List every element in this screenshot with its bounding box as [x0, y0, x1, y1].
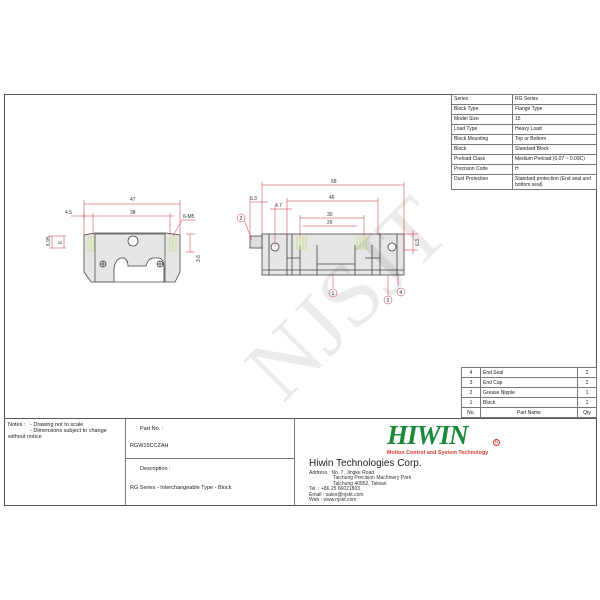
header-qty: Qty [577, 407, 597, 418]
dim-30: 30 [327, 212, 333, 218]
spec-key: Series [451, 94, 513, 105]
spec-value: Standard protection (End seal and bottom… [512, 174, 597, 190]
spec-key: Preload Class [451, 154, 513, 165]
balloon-4: 4 [400, 290, 403, 296]
spec-value: Top or Bottom [512, 134, 597, 145]
spec-value: 15 [512, 114, 597, 125]
company-name: Hiwin Technologies Corp. [309, 458, 422, 469]
side-view [249, 233, 405, 276]
spec-value: Standard Block [512, 144, 597, 155]
notes-label: Notes : [8, 422, 26, 428]
description-cell: Description : RG Series - Interchangeabl… [126, 459, 295, 506]
logo-tagline: Motion Control and System Technology [387, 450, 489, 456]
note-item: without notice [8, 434, 42, 440]
web-line: Web : www.njskt.com [309, 497, 357, 504]
part-qty: 2 [577, 377, 597, 388]
front-view [83, 232, 181, 283]
email-line: Email : sales@njskt.com [309, 491, 364, 498]
spec-key: Load Type [451, 124, 513, 135]
spec-value: Flange Type [512, 104, 597, 115]
spec-value: Heavy Load [512, 124, 597, 135]
header-part-name: Part Name [480, 407, 578, 418]
hiwin-logo: HIWIN [387, 420, 469, 450]
part-qty: 2 [577, 367, 597, 378]
note-item: - Drawing not to scale [30, 422, 84, 428]
spec-value: H [512, 164, 597, 175]
dim-6-m5: 6-M5 [183, 214, 195, 220]
address-line: Taichung 40852, Taiwan [333, 480, 387, 487]
part-no: 3 [461, 377, 481, 388]
part-name: Grease Nipple [480, 387, 578, 398]
part-no: 2 [461, 387, 481, 398]
part-no: 1 [461, 397, 481, 408]
dim-6-95: 6.95 [46, 236, 52, 246]
phone-line: Tel. : +86 25 66021803 [309, 486, 361, 493]
spec-key: Block Type [451, 104, 513, 115]
registered-mark-icon: R [493, 439, 500, 446]
dim-6: 6 [58, 241, 64, 244]
part-no-cell: Part No. : RGW15CCZAH [126, 419, 295, 459]
dim-26: 26 [327, 220, 333, 226]
dim-68: 68 [331, 179, 337, 185]
dim-4-5: 4.5 [65, 210, 72, 216]
technical-drawing: 47 38 4.5 6-M5 6.95 6 3.6 68 46 30 26 5.… [46, 179, 467, 419]
balloons [236, 213, 406, 305]
title-block: Notes : - Drawing not to scale - Dimensi… [4, 418, 597, 506]
spec-key: Block Mounting [451, 134, 513, 145]
side-dimensions [243, 182, 418, 295]
dim-5-3: 5.3 [250, 196, 257, 202]
description-label: Description : [140, 466, 171, 472]
dim-46: 46 [329, 195, 335, 201]
company-cell: HIWIN R Motion Control and System Techno… [295, 419, 597, 506]
part-no-value: RGW15CCZAH [130, 443, 169, 449]
dim-38: 38 [130, 210, 136, 216]
balloon-1: 1 [332, 291, 335, 297]
company-address: Address : No. 7, Jingke Road Taichung Pr… [309, 470, 412, 504]
part-name: Block [480, 397, 578, 408]
address-line: Taichung Precision Machinery Park [333, 475, 412, 482]
watermark-text: NJSJT [227, 179, 467, 419]
spec-key: Model Size [451, 114, 513, 125]
part-name: End Cap [480, 377, 578, 388]
part-qty: 1 [577, 387, 597, 398]
balloon-2: 2 [240, 216, 243, 222]
dim-4-7: 4.7 [275, 203, 282, 209]
dim-6-3: 6.3 [415, 239, 421, 246]
header-no: No. [461, 407, 481, 418]
dim-3-6: 3.6 [196, 255, 202, 262]
notes-cell: Notes : - Drawing not to scale - Dimensi… [4, 419, 126, 506]
dim-47: 47 [130, 197, 136, 203]
drawing-frame [4, 94, 597, 506]
spec-key: Precision Code [451, 164, 513, 175]
spec-value: RG Series [512, 94, 597, 105]
description-value: RG Series - Interchangeable Type - Block [130, 485, 232, 491]
part-name: End Seal [480, 367, 578, 378]
part-qty: 1 [577, 397, 597, 408]
part-no: 4 [461, 367, 481, 378]
part-no-label: Part No. : [140, 426, 164, 432]
balloon-3: 3 [387, 298, 390, 304]
spec-key: Dust Protection [451, 174, 513, 190]
front-dimensions [49, 200, 196, 253]
spec-value: Medium Preload (0.07 ~ 0.09C) [512, 154, 597, 165]
spec-key: Block [451, 144, 513, 155]
note-item: - Dimensions subject to change [30, 428, 107, 434]
address-line: Address : No. 7, Jingke Road [309, 470, 375, 476]
